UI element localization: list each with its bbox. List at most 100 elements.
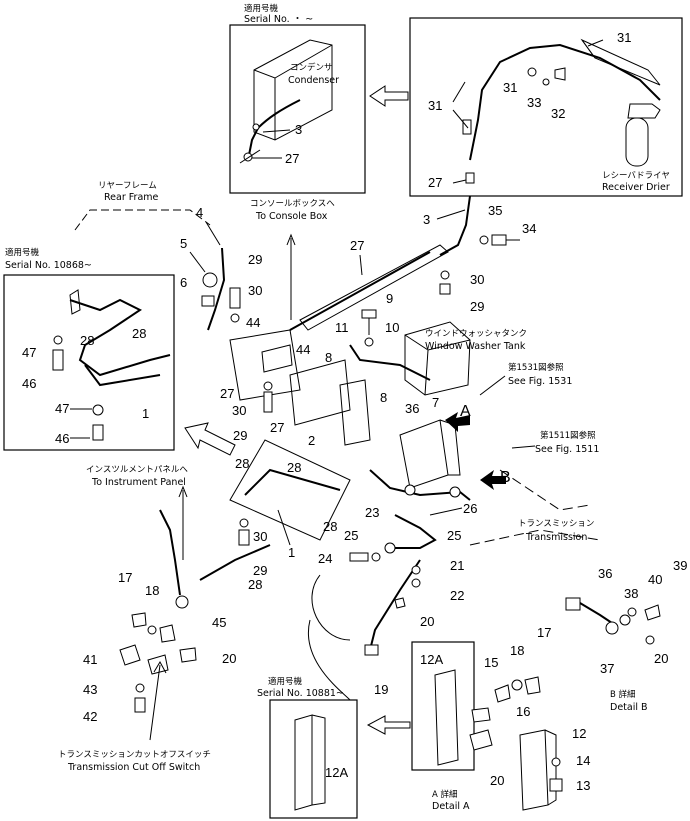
- part-number: 45: [212, 615, 226, 630]
- part-number: 11: [335, 320, 349, 335]
- part-number: 17: [537, 625, 551, 640]
- part-number: 40: [648, 572, 662, 587]
- part-number: 3: [295, 122, 302, 137]
- washer-en: Window Washer Tank: [425, 341, 526, 352]
- part-number: 8: [380, 390, 387, 405]
- serial-top-jp: 適用号機: [244, 3, 279, 14]
- part-number: 44: [246, 315, 260, 330]
- detail-b-jp: B 詳細: [610, 689, 636, 700]
- part-number: 27: [428, 175, 442, 190]
- serial-left-en: Serial No. 10868~: [5, 260, 92, 271]
- part-number: 17: [118, 570, 132, 585]
- rear-frame-jp: リヤーフレーム: [98, 181, 157, 191]
- part-number: 28: [287, 460, 301, 475]
- lower-middle-parts: 23 25 24 21 22 20 19: [307, 505, 464, 701]
- part-number: 20: [490, 773, 504, 788]
- detail-b-en: Detail B: [610, 702, 648, 713]
- detail-a-inset: 12A 15 18 17 16 20 A 詳細 Detail A: [411, 625, 551, 812]
- part-number: 7: [432, 395, 439, 410]
- part-number: 12: [572, 726, 586, 741]
- inset-arrow: [369, 85, 409, 107]
- part-number: 27: [285, 151, 299, 166]
- instrument-panel-label: インスツルメントパネルへ To Instrument Panel 45: [86, 465, 226, 630]
- part-number: 19: [374, 682, 388, 697]
- part-number: 6: [180, 275, 187, 290]
- part-number: 22: [450, 588, 464, 603]
- serial-left-jp: 適用号機: [5, 247, 40, 258]
- fig1531-en: See Fig. 1531: [508, 376, 572, 387]
- part-number: 27: [270, 420, 284, 435]
- part-number: 31: [503, 80, 517, 95]
- cutoff-switch-group: 17 18 20 41 43 42 トランスミッションカットオフスイッチ Tra…: [58, 570, 236, 773]
- cutoff-en: Transmission Cut Off Switch: [67, 762, 200, 773]
- part-number: 28: [132, 326, 146, 341]
- fig1531-jp: 第1531図参照: [508, 362, 564, 373]
- part-number: 41: [83, 652, 97, 667]
- part-number: 39: [673, 558, 687, 573]
- receiver-drier-inset: レシーバドライヤ Receiver Drier 31 31 31 33 32 2…: [409, 17, 683, 197]
- arrow-b: B: [500, 469, 511, 486]
- part-number: 20: [654, 651, 668, 666]
- part-number: 13: [576, 778, 590, 793]
- part-number: 44: [296, 342, 310, 357]
- part-number: 30: [232, 403, 246, 418]
- part-number: 4: [196, 205, 203, 220]
- part-number: 28: [323, 519, 337, 534]
- part-number: 29: [470, 299, 484, 314]
- part-number: 29: [233, 428, 247, 443]
- part-number: 20: [420, 614, 434, 629]
- part-number: 43: [83, 682, 97, 697]
- part-number: 21: [450, 558, 464, 573]
- part-number: 18: [510, 643, 524, 658]
- fig1511-jp: 第1511図参照: [540, 430, 596, 441]
- washer-jp: ウインドウォッシャタンク: [425, 329, 527, 339]
- rear-frame-label: リヤーフレーム Rear Frame: [74, 181, 211, 231]
- part-number: 28: [248, 577, 262, 592]
- part-number: 28: [80, 333, 94, 348]
- condenser-inset: 適用号機 Serial No. ・ ~ コンデンサ Condenser 3 27: [229, 3, 366, 194]
- part-number: 20: [222, 651, 236, 666]
- part-number: 35: [488, 203, 502, 218]
- part-number: 1: [142, 406, 149, 421]
- part-number: 24: [318, 551, 332, 566]
- console-en: To Console Box: [255, 211, 328, 222]
- part-number: 29: [248, 252, 262, 267]
- part-number: 18: [145, 583, 159, 598]
- serial-bottom-jp: 適用号機: [268, 676, 303, 687]
- part-number: 10: [385, 320, 399, 335]
- bottom-inset: 適用号機 Serial No. 10881~ 12A: [257, 676, 411, 819]
- part-number: 25: [344, 528, 358, 543]
- part-number: 16: [516, 704, 530, 719]
- receiver-jp: レシーバドライヤ: [602, 171, 670, 181]
- part-number: 3: [423, 212, 430, 227]
- condenser-en: Condenser: [288, 75, 339, 86]
- part-number: 33: [527, 95, 541, 110]
- part-number: 34: [522, 221, 536, 236]
- part-number: 30: [248, 283, 262, 298]
- part-number: 2: [308, 433, 315, 448]
- transmission-en: Transmission: [525, 532, 587, 543]
- lower-frame: 28 28 28 1 30 29 28: [199, 439, 351, 592]
- detail-b: 36 38 40 39 37 20 B 詳細 Detail B: [565, 558, 687, 713]
- part-number: 36: [405, 401, 419, 416]
- part-number: 37: [600, 661, 614, 676]
- rear-frame-en: Rear Frame: [104, 192, 159, 203]
- part-number: 14: [576, 753, 590, 768]
- part-number: 31: [617, 30, 631, 45]
- part-number: 8: [325, 350, 332, 365]
- cutoff-jp: トランスミッションカットオフスイッチ: [58, 750, 211, 760]
- part-number: 28: [235, 456, 249, 471]
- condenser-jp: コンデンサ: [290, 62, 333, 73]
- left-arrow: [184, 422, 236, 456]
- instrument-jp: インスツルメントパネルへ: [86, 465, 188, 475]
- console-jp: コンソールボックスへ: [250, 199, 335, 209]
- left-inset: 適用号機 Serial No. 10868~ 28 28 47 46 47 46…: [3, 247, 175, 451]
- instrument-en: To Instrument Panel: [91, 477, 186, 488]
- part-number: 38: [624, 586, 638, 601]
- receiver-en: Receiver Drier: [602, 182, 670, 193]
- condenser-hose: 3 35 34 30 29: [423, 195, 536, 314]
- part-number: 25: [447, 528, 461, 543]
- fig1511-en: See Fig. 1511: [535, 444, 599, 455]
- console-box-label: コンソールボックスへ To Console Box: [250, 199, 335, 320]
- part-number: 23: [365, 505, 379, 520]
